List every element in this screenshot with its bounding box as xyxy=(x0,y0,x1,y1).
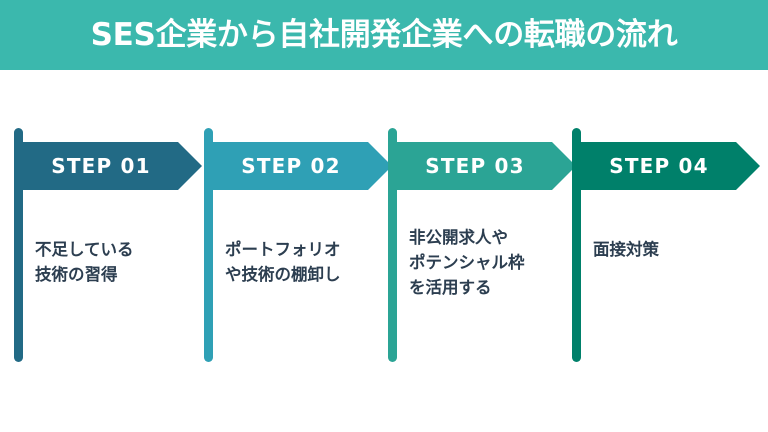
step-rail-2 xyxy=(204,128,213,362)
header-band: SES企業から自社開発企業への転職の流れ xyxy=(0,0,768,70)
step-item-2: STEP 02 ポートフォリオ や技術の棚卸し xyxy=(204,128,394,368)
step-body-line: ポートフォリオ xyxy=(225,240,341,259)
step-item-4: STEP 04 面接対策 xyxy=(572,128,762,368)
step-rail-3 xyxy=(388,128,397,362)
step-body-line: 非公開求人や xyxy=(409,228,508,247)
step-body-line: 面接対策 xyxy=(593,240,659,259)
step-body-line: 技術の習得 xyxy=(35,264,118,284)
arrow-shape-icon xyxy=(395,142,576,190)
step-label-2: STEP 02 xyxy=(241,154,341,178)
step-body-line: 不足している xyxy=(35,240,134,259)
step-rail-1 xyxy=(14,128,23,362)
page-title: SES企業から自社開発企業への転職の流れ xyxy=(90,16,678,53)
step-banner-3 xyxy=(395,142,576,190)
step-label-1: STEP 01 xyxy=(51,154,151,178)
step-rail-4 xyxy=(572,128,581,362)
step-body-2: ポートフォリオ や技術の棚卸し xyxy=(225,238,393,288)
step-label-3: STEP 03 xyxy=(425,154,525,178)
step-body-line: ポテンシャル枠 xyxy=(409,252,525,272)
step-label-4: STEP 04 xyxy=(609,154,709,178)
step-body-1: 不足している 技術の習得 xyxy=(35,238,203,288)
arrow-shape-icon xyxy=(21,142,202,190)
step-body-line: を活用する xyxy=(409,277,492,297)
step-banner-2 xyxy=(211,142,392,190)
step-item-3: STEP 03 非公開求人や ポテンシャル枠 を活用する xyxy=(388,128,578,368)
step-body-line: や技術の棚卸し xyxy=(225,264,341,284)
step-body-4: 面接対策 xyxy=(593,238,761,263)
step-body-3: 非公開求人や ポテンシャル枠 を活用する xyxy=(409,226,577,300)
step-banner-4 xyxy=(579,142,760,190)
arrow-shape-icon xyxy=(579,142,760,190)
step-item-1: STEP 01 不足している 技術の習得 xyxy=(14,128,204,368)
step-banner-1 xyxy=(21,142,202,190)
arrow-shape-icon xyxy=(211,142,392,190)
